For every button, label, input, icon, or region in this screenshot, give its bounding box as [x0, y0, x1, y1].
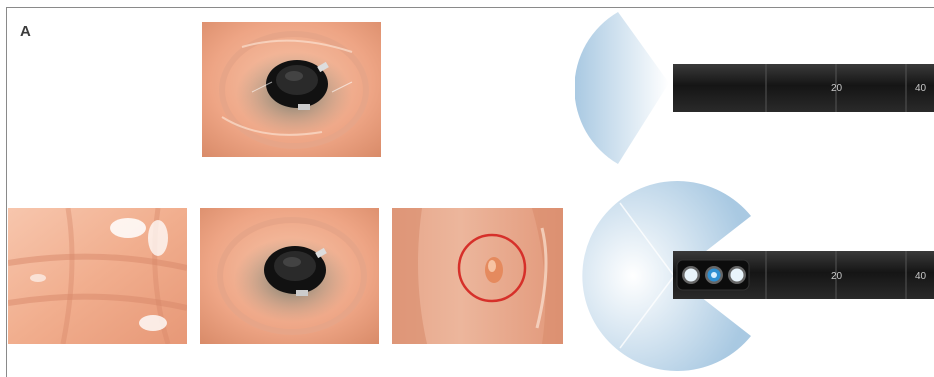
scope-a-marking-20: 20	[831, 83, 843, 94]
panel-b-scope-diagram: 20 40	[575, 178, 934, 371]
scope-b-marking-40: 40	[915, 271, 927, 282]
scope-body-a	[673, 64, 934, 112]
panel-b-mucosa-image	[8, 208, 187, 344]
panel-label-a: A	[20, 23, 31, 40]
panel-a-scope-diagram: 20 40	[575, 8, 934, 168]
scope-a-marking-40: 40	[915, 83, 927, 94]
scope-b-marking-20: 20	[831, 271, 843, 282]
lesion-highlight-circle	[392, 208, 563, 344]
panel-b-stoma-image	[200, 208, 379, 344]
field-of-view-narrow	[575, 12, 669, 164]
panel-a-endoscopic-image	[202, 22, 381, 157]
